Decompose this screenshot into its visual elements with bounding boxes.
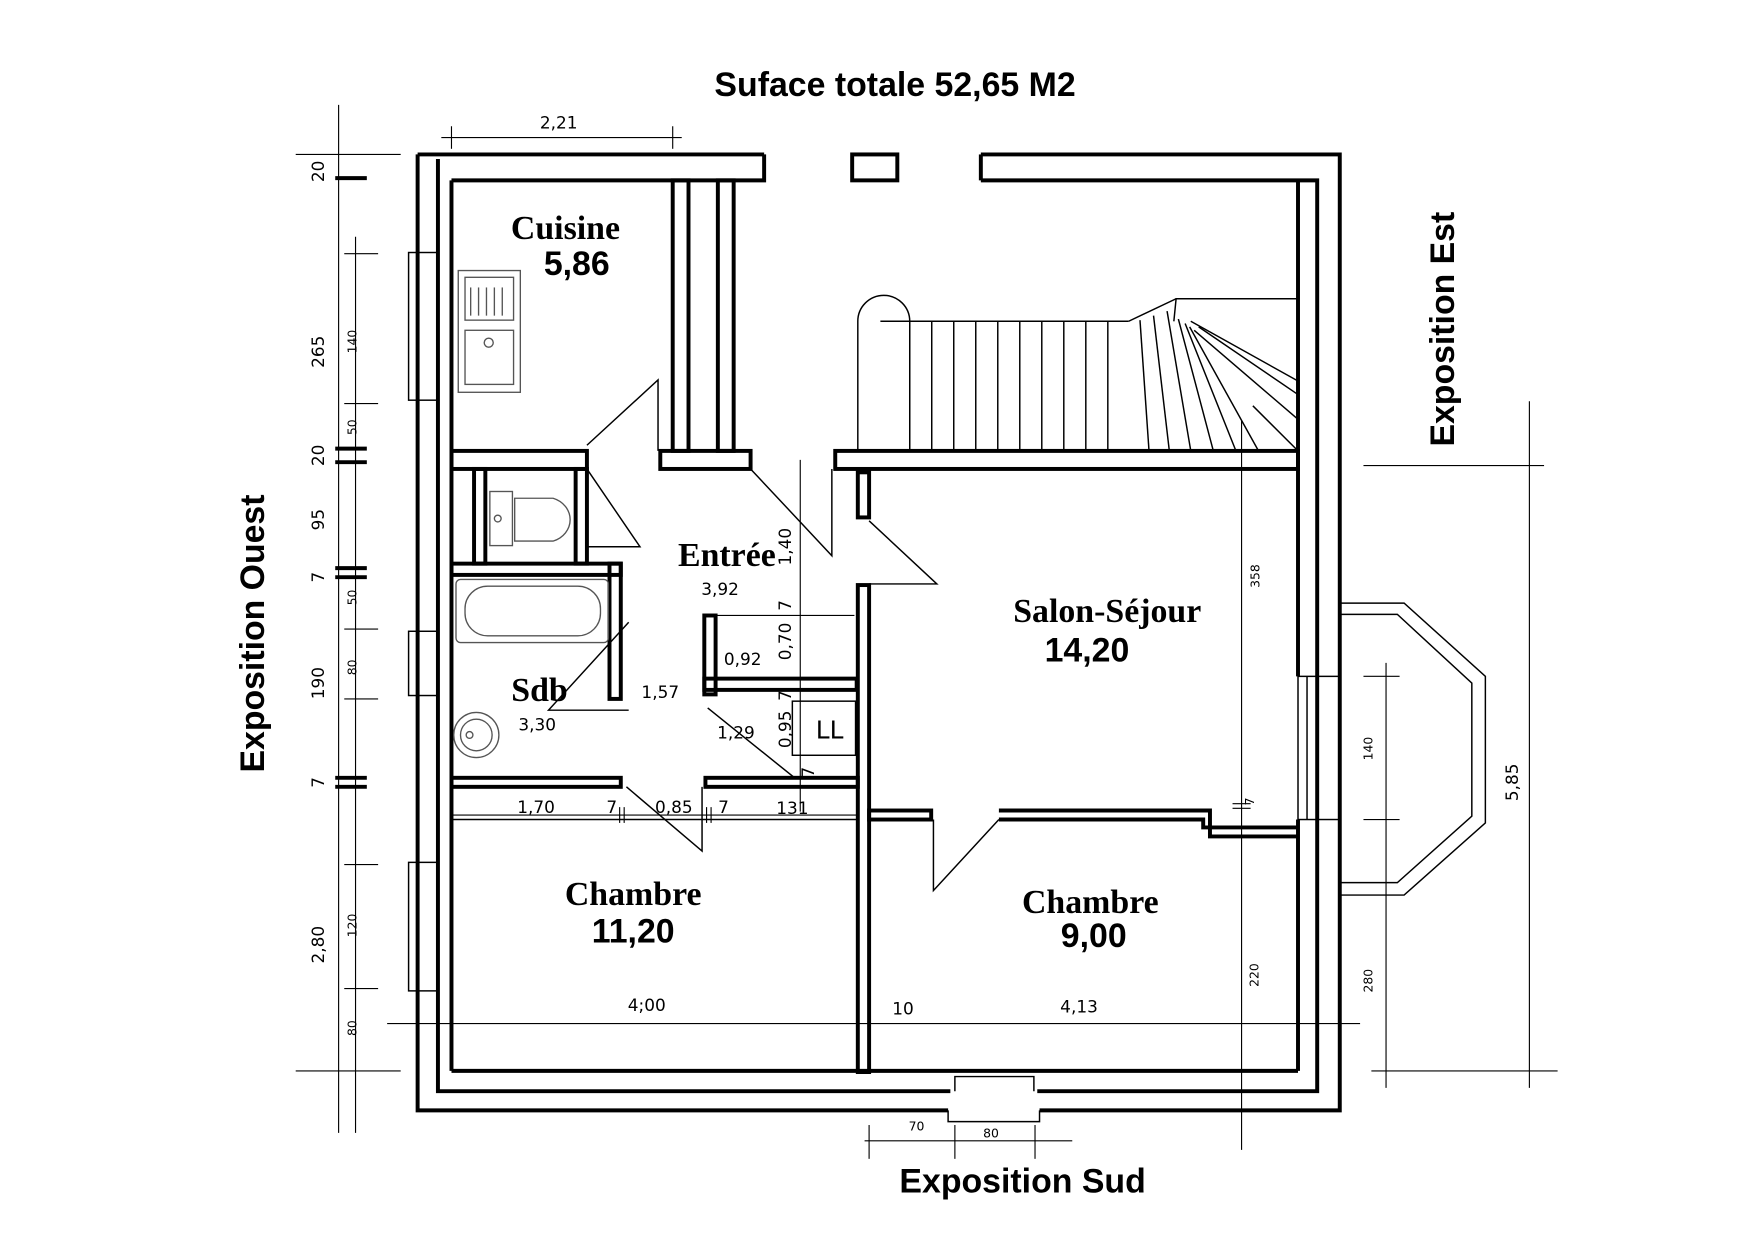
dim-7c: 7 <box>798 767 818 778</box>
dim-left-140: 140 <box>345 330 360 354</box>
dim-corr-7a: 7 <box>606 797 617 817</box>
room-sdb: Sdb 3,30 <box>511 672 567 734</box>
dim-bay-280: 280 <box>1360 969 1375 993</box>
dim-right-220: 220 <box>1246 963 1261 987</box>
dim-092: 0,92 <box>724 649 762 669</box>
stair-treads <box>908 311 1299 452</box>
dim-left-80b: 80 <box>345 1020 360 1036</box>
washbasin <box>453 711 500 759</box>
stair-tread <box>1139 320 1150 451</box>
room-area-sdb: 3,30 <box>518 714 556 734</box>
room-area-chambre-2: 9,00 <box>1061 917 1127 955</box>
room-chambre-1: Chambre 11,20 <box>565 876 702 950</box>
room-name-entree: Entrée <box>678 537 776 574</box>
exposition-est-label: Exposition Est <box>1424 212 1462 447</box>
dim-right-7: 7 <box>1242 798 1257 806</box>
dim-070: 0,70 <box>775 623 795 661</box>
room-name-sdb: Sdb <box>511 672 567 709</box>
dim-left-50a: 50 <box>345 419 360 435</box>
room-name-cuisine: Cuisine <box>511 210 620 247</box>
dim-129: 1,29 <box>717 722 755 742</box>
dim-bottom-80: 80 <box>983 1125 999 1140</box>
dim-right-358: 358 <box>1248 564 1263 588</box>
dim-ch2-width: 4,13 <box>1060 996 1098 1016</box>
dimension-labels: 2,21 20 265 140 50 20 95 7 50 80 190 7 2… <box>308 113 1522 1141</box>
room-area-cuisine: 5,86 <box>544 245 610 283</box>
stair-tread <box>1184 323 1237 452</box>
bathtub <box>455 578 610 644</box>
staircase <box>857 294 1299 452</box>
dim-left-50b: 50 <box>345 589 360 605</box>
dim-left-95: 95 <box>308 509 328 531</box>
room-chambre-2: Chambre 9,00 <box>1022 884 1159 955</box>
west-windows <box>407 251 439 992</box>
room-area-salon: 14,20 <box>1045 632 1130 670</box>
dim-right-585: 5,85 <box>1502 764 1522 802</box>
dim-entree-140: 1,40 <box>775 528 795 566</box>
room-cuisine: Cuisine 5,86 <box>511 210 620 283</box>
dim-left-20a: 20 <box>308 161 328 183</box>
dim-left-7b: 7 <box>308 777 328 788</box>
dim-ch1-width: 4;00 <box>628 995 666 1015</box>
room-name-chambre-1: Chambre <box>565 876 702 913</box>
dim-left-265: 265 <box>308 336 328 368</box>
room-salon: Salon-Séjour 14,20 <box>1013 593 1201 669</box>
door-swings <box>546 378 1000 893</box>
exposition-sud-label: Exposition Sud <box>899 1163 1145 1201</box>
dim-bay-140: 140 <box>1360 737 1375 761</box>
stair-tread <box>1152 315 1171 451</box>
dim-157: 1,57 <box>641 682 679 702</box>
dim-bottom-70: 70 <box>909 1119 925 1134</box>
room-entree: Entrée 3,92 <box>678 537 776 599</box>
room-area-chambre-1: 11,20 <box>592 912 675 950</box>
stair-tread <box>1177 318 1215 452</box>
kitchen-sink <box>457 269 522 393</box>
toilet <box>489 490 571 547</box>
dimension-lines <box>295 104 1558 1159</box>
bay-window <box>1297 602 1487 896</box>
outer-walls <box>415 152 1342 1123</box>
dim-left-80a: 80 <box>345 659 360 675</box>
dim-095: 0,95 <box>775 711 795 749</box>
dim-corr-7b: 7 <box>718 797 729 817</box>
dim-corr-085: 0,85 <box>655 797 693 817</box>
stair-tread <box>1198 326 1299 396</box>
room-name-salon: Salon-Séjour <box>1013 593 1201 630</box>
dim-7b: 7 <box>775 690 795 701</box>
dim-corr-170: 1,70 <box>517 797 555 817</box>
dim-left-7a: 7 <box>308 572 328 583</box>
stair-tread <box>1189 326 1260 452</box>
exposition-ouest-label: Exposition Ouest <box>234 495 272 773</box>
stair-tread <box>1193 329 1299 420</box>
dim-left-190: 190 <box>308 667 328 699</box>
room-name-chambre-2: Chambre <box>1022 884 1159 921</box>
dim-7a: 7 <box>775 600 795 611</box>
dim-corr-131: 131 <box>776 798 808 818</box>
plan-title: Suface totale 52,65 M2 <box>714 66 1075 104</box>
dim-left-280: 2,80 <box>308 926 328 964</box>
ll-label: LL <box>816 715 844 744</box>
dim-left-120: 120 <box>345 914 360 938</box>
laundry-cupboard: LL <box>791 700 857 757</box>
room-area-entree: 3,92 <box>701 579 739 599</box>
dim-wall-10: 10 <box>892 999 914 1019</box>
dim-left-20b: 20 <box>308 445 328 467</box>
dim-top-221: 2,21 <box>540 113 578 133</box>
stair-tread <box>1166 311 1192 452</box>
